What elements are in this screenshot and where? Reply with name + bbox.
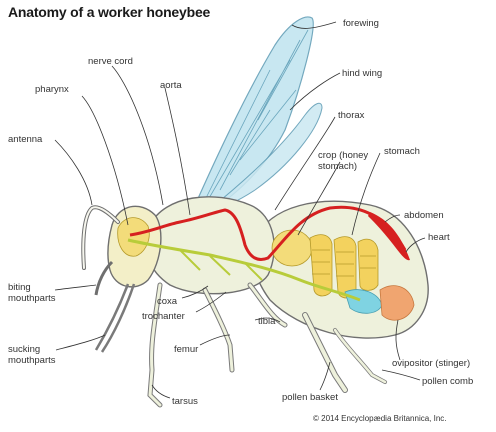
label-nerve-cord: nerve cord xyxy=(88,56,133,67)
label-crop: crop (honey stomach) xyxy=(318,150,368,172)
wings xyxy=(192,17,322,214)
label-femur: femur xyxy=(174,344,198,355)
label-tibia: tibia xyxy=(258,316,275,327)
label-stomach: stomach xyxy=(384,146,420,157)
label-thorax: thorax xyxy=(338,110,364,121)
label-aorta: aorta xyxy=(160,80,182,91)
label-hind-wing: hind wing xyxy=(342,68,382,79)
label-biting-line2: mouthparts xyxy=(8,293,56,304)
label-pollen-comb: pollen comb xyxy=(422,376,473,387)
label-sucking-mouthparts: sucking mouthparts xyxy=(8,344,56,366)
label-crop-line1: crop (honey xyxy=(318,150,368,161)
diagram-title: Anatomy of a worker honeybee xyxy=(8,4,210,20)
label-biting-line1: biting xyxy=(8,282,56,293)
thorax-body xyxy=(146,197,274,294)
label-sucking-line1: sucking xyxy=(8,344,56,355)
label-crop-line2: stomach) xyxy=(318,161,368,172)
copyright-notice: © 2014 Encyclopædia Britannica, Inc. xyxy=(313,414,447,423)
label-ovipositor: ovipositor (stinger) xyxy=(392,358,470,369)
label-pollen-basket: pollen basket xyxy=(282,392,338,403)
label-tarsus: tarsus xyxy=(172,396,198,407)
label-heart: heart xyxy=(428,232,450,243)
label-trochanter: trochanter xyxy=(142,311,185,322)
sucking-mouthparts xyxy=(96,284,134,352)
label-antenna: antenna xyxy=(8,134,42,145)
label-coxa: coxa xyxy=(157,296,177,307)
label-abdomen: abdomen xyxy=(404,210,444,221)
label-pharynx: pharynx xyxy=(35,84,69,95)
label-forewing: forewing xyxy=(343,18,379,29)
label-sucking-line2: mouthparts xyxy=(8,355,56,366)
label-biting-mouthparts: biting mouthparts xyxy=(8,282,56,304)
